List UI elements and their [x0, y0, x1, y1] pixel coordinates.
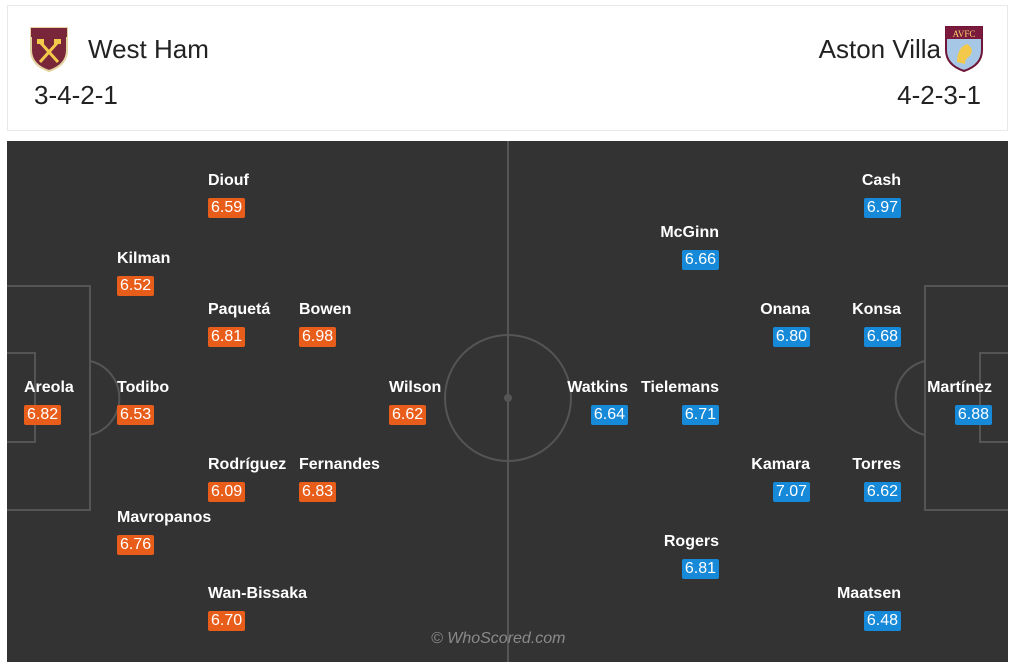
whoscored-watermark: © WhoScored.com: [431, 630, 566, 647]
player-wan-bissaka[interactable]: Wan-Bissaka 6.70: [208, 585, 307, 631]
player-tielemans[interactable]: Tielemans 6.71: [641, 379, 719, 425]
away-team-name[interactable]: Aston Villa: [818, 34, 941, 64]
player-areola[interactable]: Areola 6.82: [24, 379, 74, 425]
player-wilson[interactable]: Wilson 6.62: [389, 379, 441, 425]
player-onana[interactable]: Onana 6.80: [760, 301, 810, 347]
player-rating: 6.88: [954, 405, 992, 425]
player-mavropanos[interactable]: Mavropanos 6.76: [117, 509, 211, 555]
player-rating: 6.83: [299, 482, 337, 502]
home-team-name[interactable]: West Ham: [88, 34, 209, 64]
player-rating: 6.81: [208, 327, 246, 347]
player-paqueta[interactable]: Paquetá 6.81: [208, 301, 270, 347]
player-rating: 6.70: [208, 611, 246, 631]
player-mcginn[interactable]: McGinn 6.66: [660, 224, 719, 270]
player-bowen[interactable]: Bowen 6.98: [299, 301, 351, 347]
player-name: Rogers: [663, 533, 719, 550]
player-konsa[interactable]: Konsa 6.68: [852, 301, 901, 347]
player-name: Wilson: [389, 379, 442, 396]
player-name: Konsa: [852, 301, 901, 318]
west-ham-crest-icon[interactable]: [28, 24, 70, 72]
player-rating: 6.53: [117, 405, 155, 425]
player-todibo[interactable]: Todibo 6.53: [117, 379, 169, 425]
player-name: Martínez: [927, 379, 992, 396]
player-name: Rodríguez: [208, 456, 287, 473]
player-rating: 6.98: [299, 327, 337, 347]
player-name: McGinn: [660, 224, 719, 241]
player-name: Paquetá: [208, 301, 271, 318]
player-rating: 6.59: [208, 198, 246, 218]
pitch-markings: [7, 141, 1008, 662]
player-name: Kilman: [117, 250, 171, 267]
away-formation: 4-2-3-1: [897, 80, 981, 110]
player-name: Watkins: [567, 379, 628, 396]
player-rating: 7.07: [772, 482, 810, 502]
player-name: Wan-Bissaka: [208, 585, 307, 602]
player-rogers[interactable]: Rogers 6.81: [664, 533, 719, 579]
player-rating: 6.80: [772, 327, 810, 347]
player-rating: 6.62: [389, 405, 427, 425]
pitch: Diouf 6.59 Kilman 6.52 Paquetá 6.81 Bowe…: [7, 141, 1008, 662]
match-header: West Ham 3-4-2-1 AVFC Aston Villa 4-2-3-…: [7, 5, 1008, 131]
player-name: Torres: [852, 456, 901, 473]
player-name: Kamara: [751, 456, 810, 473]
player-rodriguez[interactable]: Rodríguez 6.09: [208, 456, 286, 502]
player-rating: 6.52: [117, 276, 155, 296]
player-name: Cash: [861, 172, 901, 189]
player-martinez[interactable]: Martínez 6.88: [927, 379, 992, 425]
player-rating: 6.09: [208, 482, 246, 502]
player-name: Todibo: [117, 379, 170, 396]
away-crest-text: AVFC: [953, 29, 976, 39]
player-diouf[interactable]: Diouf 6.59: [208, 172, 249, 218]
player-kilman[interactable]: Kilman 6.52: [117, 250, 170, 296]
player-rating: 6.76: [117, 535, 155, 555]
player-rating: 6.97: [863, 198, 901, 218]
player-name: Bowen: [299, 301, 352, 318]
player-name: Mavropanos: [117, 509, 212, 526]
player-rating: 6.66: [681, 250, 719, 270]
player-name: Onana: [760, 301, 810, 318]
player-fernandes[interactable]: Fernandes 6.83: [299, 456, 380, 502]
player-rating: 6.71: [681, 405, 719, 425]
player-maatsen[interactable]: Maatsen 6.48: [837, 585, 901, 631]
player-name: Fernandes: [299, 456, 380, 473]
player-rating: 6.62: [863, 482, 901, 502]
player-name: Areola: [24, 379, 74, 396]
home-formation: 3-4-2-1: [34, 80, 118, 110]
player-rating: 6.81: [681, 559, 719, 579]
player-cash[interactable]: Cash 6.97: [862, 172, 901, 218]
player-watkins[interactable]: Watkins 6.64: [567, 379, 628, 425]
player-rating: 6.64: [590, 405, 628, 425]
player-rating: 6.48: [863, 611, 901, 631]
aston-villa-crest-icon[interactable]: AVFC: [943, 24, 985, 72]
player-torres[interactable]: Torres 6.62: [852, 456, 901, 502]
player-kamara[interactable]: Kamara 7.07: [751, 456, 810, 502]
player-name: Diouf: [208, 172, 249, 189]
player-name: Tielemans: [641, 379, 719, 396]
player-rating: 6.68: [863, 327, 901, 347]
player-name: Maatsen: [836, 585, 901, 602]
player-rating: 6.82: [24, 405, 62, 425]
